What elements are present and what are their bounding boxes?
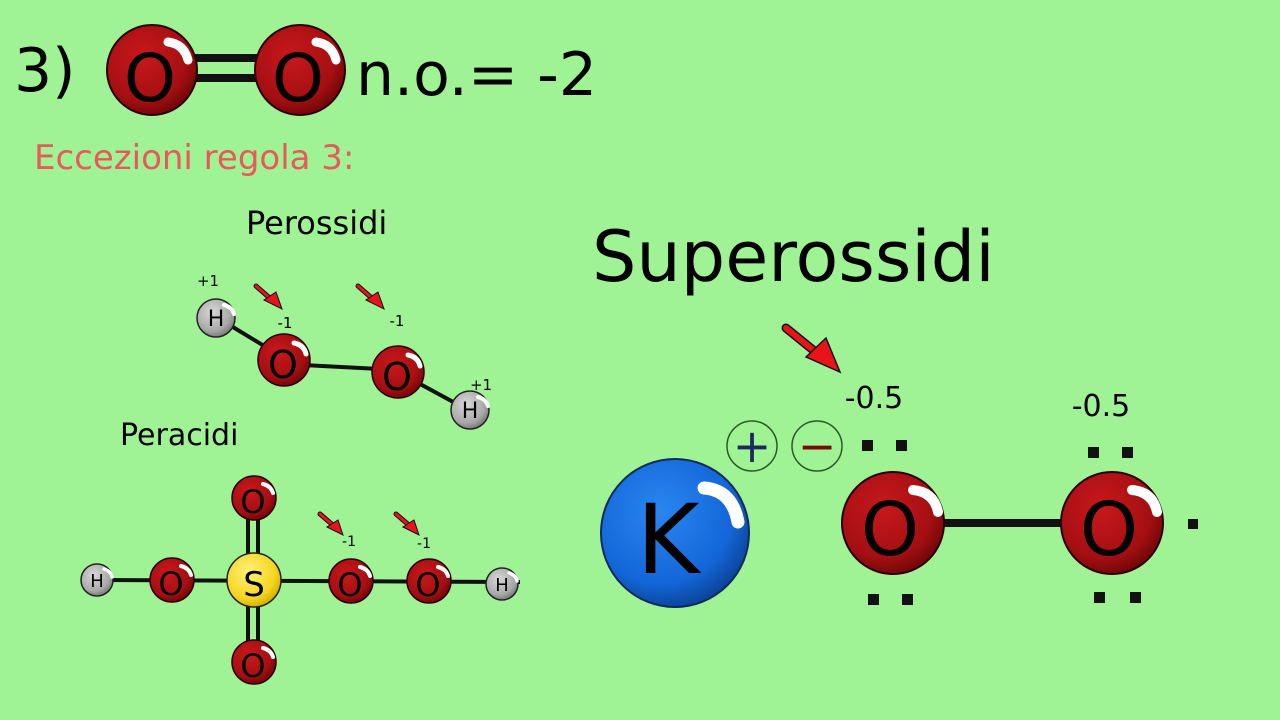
arrow-icon	[320, 514, 343, 535]
oxygen-atom: O	[232, 640, 276, 685]
hydrogen-atom: H	[81, 564, 113, 596]
charge-label: -1	[278, 314, 293, 332]
oxygen-atom: O	[232, 476, 276, 521]
atom-label: O	[124, 40, 176, 117]
oxygen-atom: O	[258, 334, 310, 387]
atom-label: H	[90, 571, 104, 592]
positive-charge-icon: +	[727, 419, 777, 473]
hydrogen-atom: H	[451, 391, 489, 429]
oxygen-atom: O	[407, 559, 451, 604]
atom-label: H	[462, 399, 479, 424]
oxygen-atom: O	[1061, 472, 1163, 574]
atom-label: O	[337, 566, 362, 604]
charge-label: +1	[197, 272, 219, 290]
atom-label: H	[495, 575, 509, 596]
peroxide-molecule: H O O H +1 -1 -1 +1	[197, 272, 492, 429]
svg-text:+: +	[733, 419, 772, 473]
negative-charge-icon: −	[792, 419, 842, 473]
charge-label: -1	[342, 534, 356, 550]
oxygen-atom: O	[372, 346, 424, 399]
svg-text:−: −	[798, 419, 837, 473]
charge-label: +1	[470, 376, 492, 394]
oxygen-atom: O	[150, 558, 194, 603]
atom-label: S	[243, 565, 265, 605]
oxygen-atom-top-right: O	[255, 25, 345, 117]
arrow-icon	[256, 286, 282, 309]
atom-label: O	[415, 566, 440, 604]
charge-label: -1	[417, 536, 431, 552]
top-o2-molecule: O O	[107, 25, 345, 117]
atom-label: O	[1080, 487, 1138, 573]
sulfur-atom: S	[227, 553, 281, 607]
arrow-icon	[396, 514, 419, 535]
arrow-icon	[786, 328, 840, 372]
atom-label: O	[268, 343, 298, 387]
charge-label: -0.5	[845, 381, 904, 416]
atom-label: K	[637, 484, 702, 596]
atom-label: O	[382, 355, 412, 399]
peracid-molecule: H O O O S O O	[81, 476, 520, 685]
charge-label: -1	[390, 312, 405, 330]
superoxide-molecule: -0.5 -0.5 + − K O O	[601, 328, 1198, 607]
arrow-icon	[358, 286, 384, 309]
charge-label: -0.5	[1072, 389, 1131, 424]
oxygen-atom: O	[329, 559, 373, 604]
oxygen-atom-top-left: O	[107, 25, 197, 117]
atom-label: O	[272, 40, 324, 117]
atom-label: O	[158, 565, 183, 603]
atom-label: O	[240, 483, 265, 521]
hydrogen-atom: H	[486, 568, 518, 600]
oxygen-atom: O	[842, 472, 944, 574]
atom-label: O	[861, 487, 919, 573]
atom-label: O	[240, 647, 265, 685]
atom-label: H	[208, 307, 225, 332]
potassium-atom: K	[601, 459, 749, 607]
hydrogen-atom: H	[197, 299, 235, 337]
